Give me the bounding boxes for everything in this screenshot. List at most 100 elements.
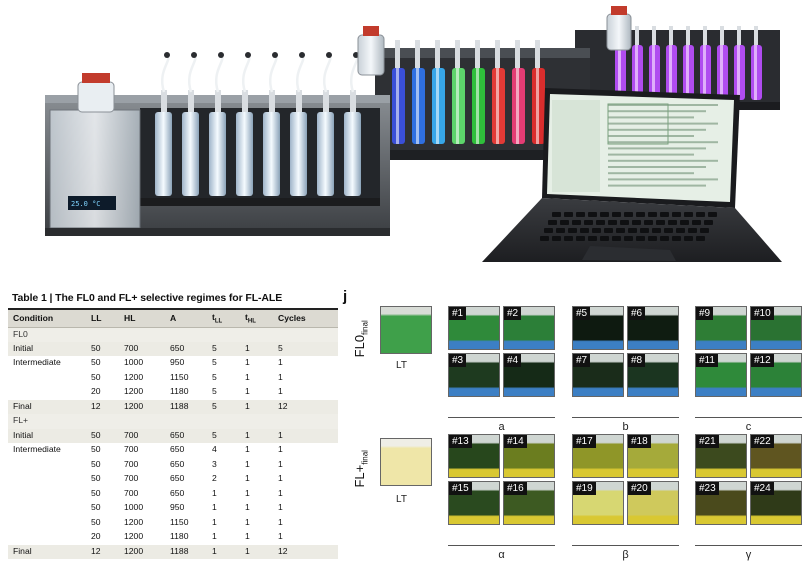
culture-flask: #18 [627,434,679,478]
table-cell [8,516,86,531]
table-cell: 1 [245,516,250,527]
flask-number: #15 [449,482,472,495]
table-cell: 12 [86,544,119,560]
table-cell: 650 [170,487,185,498]
table-cell: 1150 [170,371,189,382]
table-cell: 1 [212,502,217,513]
culture-flask: #8 [627,353,679,397]
culture-flask: #24 [750,481,802,525]
table-cell: 650 [165,428,207,444]
flask-number: #2 [504,307,522,320]
table-cell: 1 [240,341,273,357]
table-cell [207,327,240,342]
table-cell: 50 [91,444,101,455]
table-title: Table 1 | The FL0 and FL+ selective regi… [12,292,283,304]
table-cell [273,327,338,342]
table-row: FL+ [8,414,338,429]
flask-number: #22 [751,435,774,448]
group-label: γ [745,549,752,561]
table-cell: 1000 [124,502,144,513]
culture-flask: #22 [750,434,802,478]
table-cell: 1 [278,458,283,469]
table-cell: 700 [124,473,139,484]
table-cell: 1 [212,516,217,527]
culture-flask: #17 [572,434,624,478]
table-cell: Intermediate [13,357,61,368]
flplus-final-label: FL+final [351,450,370,488]
table-cell: FL0 [8,327,86,342]
table-cell: 1 [273,428,338,444]
culture-flask: #2 [503,306,555,350]
table-cell: 1150 [170,516,189,527]
flask-number: #5 [573,307,591,320]
panel-letter: j [343,288,348,305]
table-cell: 1 [240,428,273,444]
table-cell: 1200 [124,516,144,527]
table-cell: Initial [8,341,86,357]
table-cell: 1 [245,386,250,397]
table-cell: 1 [245,458,250,469]
table-cell: Final [8,399,86,415]
table-cell: 1 [278,473,283,484]
culture-flask: #6 [627,306,679,350]
table-cell: 1 [245,357,250,368]
flask-number: #1 [449,307,467,320]
table-cell: 3 [212,458,217,469]
header-a: A [165,310,207,328]
lt-flplus-label: LT [396,494,407,505]
table-cell: 1 [245,444,250,455]
photobioreactor-photo: 25.0 °C [45,6,782,262]
flask-number: #17 [573,435,596,448]
culture-flask: #21 [695,434,747,478]
table-header-row: Condition LL HL A tLL tHL Cycles [8,310,338,328]
table-cell [8,371,86,386]
group-label: a [498,421,505,433]
table-cell: 1 [278,487,283,498]
culture-flask: #9 [695,306,747,350]
table-cell: 50 [86,428,119,444]
fl0-final-label: FL0final [351,320,370,358]
table-cell: 12 [273,544,338,560]
table-cell [8,385,86,400]
culture-flask: #12 [750,353,802,397]
laptop [482,88,782,262]
flask-number: #13 [449,435,472,448]
table-cell [207,414,240,429]
lt-flplus-flask [380,438,432,486]
table-cell: 1200 [124,386,144,397]
lt-fl0-flask [380,306,432,354]
flask-number: #16 [504,482,527,495]
flask-number: #11 [696,354,718,367]
table-cell: 1 [278,516,283,527]
culture-flask: #23 [695,481,747,525]
table-cell: 50 [86,341,119,357]
culture-flask: #1 [448,306,500,350]
table-cell: 1 [245,531,250,542]
table-cell: 1200 [119,544,165,560]
table-cell: Intermediate [13,444,61,455]
table-cell: 950 [170,502,185,513]
culture-flask: #11 [695,353,747,397]
flask-number: #14 [504,435,527,448]
table-cell: FL+ [8,414,86,429]
table-cell: 12 [273,399,338,415]
table-cell: 20 [91,531,101,542]
table-cell: 2 [212,473,217,484]
culture-flask: #20 [627,481,679,525]
table-cell: Initial [8,428,86,444]
culture-flask: #10 [750,306,802,350]
table-cell: 1000 [124,357,144,368]
table-cell [8,501,86,516]
flask-number: #4 [504,354,522,367]
table-cell: 1 [278,531,283,542]
table-cell [8,458,86,473]
table-cell [8,487,86,502]
